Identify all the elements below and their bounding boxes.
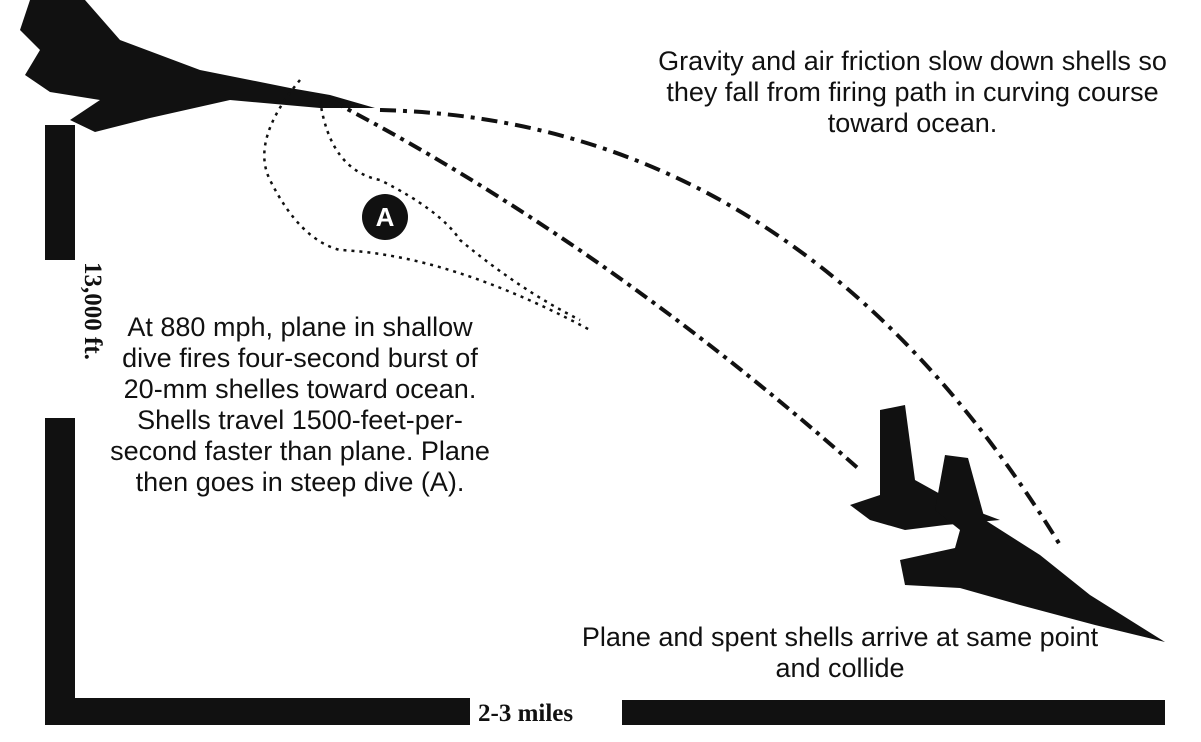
dive-trail-inner [318, 99, 581, 322]
plane-bottom-middle [850, 405, 1000, 530]
collision-note: Plane and spent shells arrive at same po… [581, 622, 1099, 683]
distance-bar-left [45, 698, 470, 725]
distance-bar-right [622, 700, 1165, 725]
plane-bottom-right [900, 455, 1165, 642]
gravity-note: Gravity and air friction slow down shell… [658, 46, 1167, 138]
firing-note: At 880 mph, plane in shallow dive fires … [110, 312, 490, 497]
altitude-label: 13,000 ft. [79, 262, 106, 360]
altitude-bar-top [45, 125, 75, 260]
firing-path [329, 98, 862, 472]
steep-dive-marker: A [362, 194, 408, 240]
altitude-bar-bottom [45, 418, 75, 723]
dive-trail [263, 79, 591, 332]
distance-label: 2-3 miles [478, 700, 574, 727]
shell-curve-path [379, 108, 1062, 547]
plane-top-left [20, 0, 375, 132]
